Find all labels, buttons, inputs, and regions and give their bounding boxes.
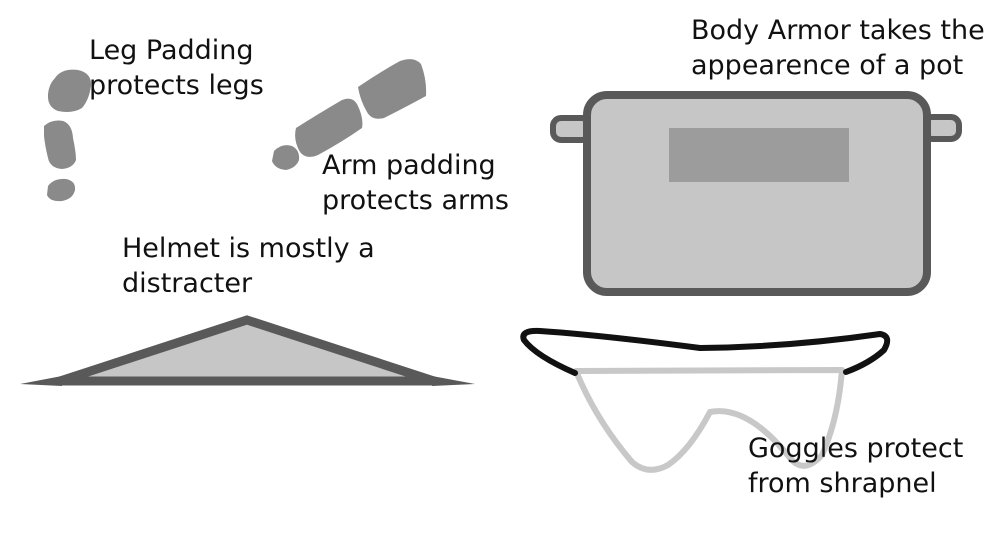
- leg-padding-icon: [44, 70, 91, 201]
- goggles-strap: [523, 331, 887, 373]
- helmet-icon: [20, 320, 475, 386]
- leg-pad-lower: [47, 179, 75, 201]
- body-armor-label: Body Armor takes the appearence of a pot: [691, 13, 985, 83]
- goggles-label-line-2: from shrapnel: [748, 466, 963, 501]
- leg-padding-label: Leg Padding protects legs: [89, 33, 264, 103]
- helmet-shape: [60, 320, 434, 381]
- leg-pad-upper: [48, 70, 91, 112]
- body-armor-icon: [553, 95, 959, 292]
- leg-pad-middle: [44, 121, 76, 169]
- leg-padding-label-line-2: protects legs: [89, 68, 264, 103]
- helmet-label-line-1: Helmet is mostly a: [122, 231, 375, 266]
- helmet-brim-left: [20, 376, 62, 386]
- pot-panel: [669, 128, 849, 182]
- goggles-label-line-1: Goggles protect: [748, 431, 963, 466]
- body-armor-label-line-2: appearence of a pot: [691, 48, 985, 83]
- arm-pad-forearm: [358, 59, 426, 119]
- arm-padding-label: Arm padding protects arms: [322, 148, 509, 218]
- body-armor-label-line-1: Body Armor takes the: [691, 13, 985, 48]
- arm-padding-label-line-1: Arm padding: [322, 148, 509, 183]
- goggles-label: Goggles protect from shrapnel: [748, 431, 963, 501]
- pot-body: [587, 95, 927, 292]
- arm-padding-label-line-2: protects arms: [322, 183, 509, 218]
- helmet-label-line-2: distracter: [122, 266, 375, 301]
- arm-pad-shoulder: [272, 145, 299, 170]
- helmet-brim-right: [432, 376, 475, 386]
- helmet-label: Helmet is mostly a distracter: [122, 231, 375, 301]
- leg-padding-label-line-1: Leg Padding: [89, 33, 264, 68]
